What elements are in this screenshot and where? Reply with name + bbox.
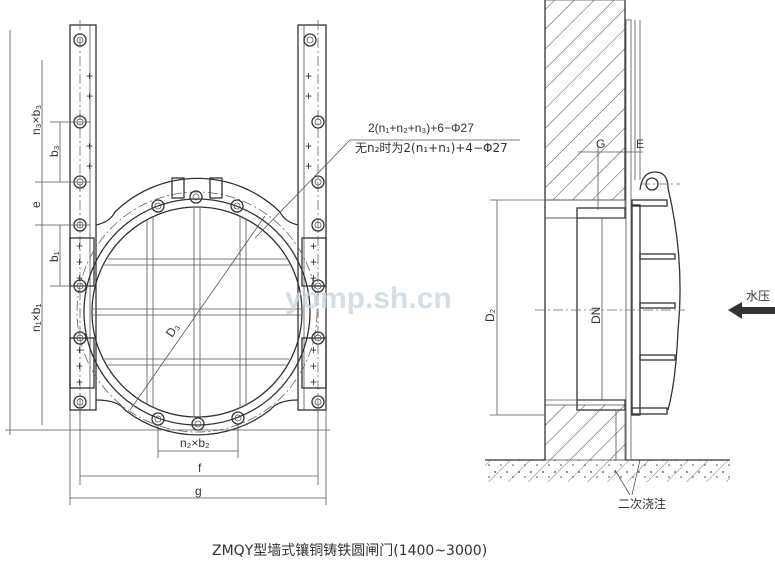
dim-label-G: G bbox=[596, 137, 605, 151]
d3-diameter-line bbox=[129, 215, 266, 411]
water-pressure-arrow-icon bbox=[728, 302, 775, 319]
svg-text:+: + bbox=[76, 359, 83, 373]
svg-text:+: + bbox=[86, 69, 93, 83]
bolt-icon bbox=[73, 395, 87, 409]
dim-label-f: f bbox=[198, 461, 202, 475]
secondary-grouting-label: 二次浇注 bbox=[618, 496, 666, 511]
gate-frame-ring bbox=[76, 177, 318, 436]
dim-label-b1: b₁ bbox=[47, 251, 61, 262]
dimension-lines bbox=[5, 30, 520, 505]
svg-text:+: + bbox=[310, 375, 317, 389]
svg-text:+: + bbox=[310, 239, 317, 253]
bolt-icon bbox=[191, 417, 205, 431]
bolt-note-line2: 无n₂时为2(n₁+n₁)+4−Φ27 bbox=[355, 141, 508, 155]
svg-text:+: + bbox=[86, 89, 93, 103]
dim-label-g: g bbox=[195, 484, 202, 498]
bolt-icon bbox=[151, 199, 165, 213]
dim-label-b3: b₃ bbox=[47, 145, 61, 157]
dim-label-dn: DN bbox=[589, 307, 603, 324]
bolt-icon bbox=[311, 279, 325, 293]
bolt-icon bbox=[303, 33, 317, 47]
svg-text:+: + bbox=[86, 159, 93, 173]
bolt-icon bbox=[230, 199, 244, 213]
bolt-icon bbox=[311, 395, 325, 409]
side-dimensions bbox=[490, 145, 685, 496]
gate-leaf bbox=[625, 19, 681, 461]
rail-stud-marks: + + + + + + + + + + + + + + + + + + + + bbox=[76, 69, 317, 389]
dim-label-d3: D₃ bbox=[163, 320, 182, 339]
side-view: G E D₂ DN 水压 二次浇注 bbox=[483, 0, 775, 511]
svg-text:+: + bbox=[310, 255, 317, 269]
svg-text:+: + bbox=[86, 139, 93, 153]
bolt-note-line1: 2(n₁+n₂+n₃)+6−Φ27 bbox=[368, 121, 474, 135]
svg-text:+: + bbox=[76, 375, 83, 389]
front-view: + + + + + + + + + + + + + + + + + + + + bbox=[5, 20, 520, 505]
svg-text:+: + bbox=[310, 359, 317, 373]
svg-text:+: + bbox=[76, 239, 83, 253]
svg-text:+: + bbox=[305, 69, 312, 83]
dim-label-E: E bbox=[636, 137, 644, 151]
svg-text:+: + bbox=[310, 271, 317, 285]
water-pressure-label: 水压 bbox=[746, 289, 770, 303]
gate-ribs bbox=[93, 208, 301, 416]
dim-label-n2b2: n₂×b₂ bbox=[180, 436, 210, 450]
dim-label-n3b3: n₃×b₃ bbox=[29, 105, 43, 135]
drawing-title: ZMQY型墙式镶铜铸铁圆闸门(1400~3000) bbox=[212, 542, 487, 559]
dim-label-e: e bbox=[29, 201, 43, 208]
bolt-icon bbox=[73, 331, 87, 345]
dim-label-d2: D₂ bbox=[483, 308, 497, 322]
svg-text:+: + bbox=[76, 271, 83, 285]
svg-text:+: + bbox=[76, 343, 83, 357]
watermark: yomp.sh.cn bbox=[285, 282, 452, 315]
svg-text:+: + bbox=[310, 343, 317, 357]
bolt-icon bbox=[311, 218, 325, 232]
bolt-icon bbox=[189, 190, 203, 204]
svg-text:+: + bbox=[305, 139, 312, 153]
svg-text:+: + bbox=[305, 89, 312, 103]
left-guide-rail bbox=[69, 20, 97, 415]
bolt-icon bbox=[311, 115, 325, 129]
bolt-icon bbox=[311, 331, 325, 345]
bolt-icon bbox=[311, 175, 325, 189]
concrete-wall bbox=[485, 0, 730, 482]
svg-text:+: + bbox=[76, 255, 83, 269]
svg-text:+: + bbox=[305, 159, 312, 173]
bolt-icon bbox=[73, 33, 87, 47]
dim-label-n1b1: n₁×b₁ bbox=[29, 304, 43, 332]
bolt-icon bbox=[231, 411, 245, 425]
